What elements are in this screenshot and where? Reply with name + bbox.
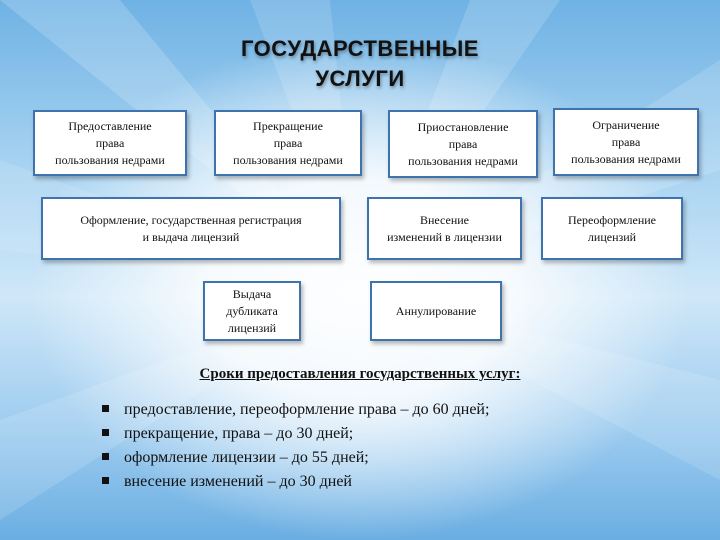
square-bullet-icon (102, 429, 109, 436)
terms-heading: Сроки предоставления государственных усл… (199, 366, 521, 382)
page-title-line-2: УСЛУГИ (315, 66, 405, 91)
square-bullet-icon (102, 453, 109, 460)
square-bullet-icon (102, 477, 109, 484)
service-annulment-box: Аннулирование (370, 281, 502, 341)
service-termination-box: Прекращение права пользования недрами (214, 110, 362, 176)
service-duplicate-box: Выдача дубликата лицензий (203, 281, 301, 341)
terms-list-item: внесение изменений – до 30 дней (100, 470, 489, 494)
terms-item-text: прекращение, права – до 30 дней; (124, 425, 354, 442)
page-title-line-1: ГОСУДАРСТВЕННЫЕ (241, 36, 479, 61)
page-title: ГОСУДАРСТВЕННЫЕ УСЛУГИ (0, 34, 720, 94)
terms-item-text: внесение изменений – до 30 дней (124, 473, 352, 490)
square-bullet-icon (102, 405, 109, 412)
service-suspension-box: Приостановление права пользования недрам… (388, 110, 538, 178)
terms-list-item: оформление лицензии – до 55 дней; (100, 446, 489, 470)
terms-list: предоставление, переоформление права – д… (100, 398, 489, 494)
terms-item-text: оформление лицензии – до 55 дней; (124, 449, 369, 466)
terms-list-item: прекращение, права – до 30 дней; (100, 422, 489, 446)
service-amendment-box: Внесение изменений в лицензии (367, 197, 522, 260)
service-restriction-box: Ограничение права пользования недрами (553, 108, 699, 176)
service-provision-box: Предоставление права пользования недрами (33, 110, 187, 176)
service-reissue-box: Переоформление лицензий (541, 197, 683, 260)
terms-list-item: предоставление, переоформление права – д… (100, 398, 489, 422)
service-registration-box: Оформление, государственная регистрация … (41, 197, 341, 260)
terms-item-text: предоставление, переоформление права – д… (124, 401, 490, 418)
